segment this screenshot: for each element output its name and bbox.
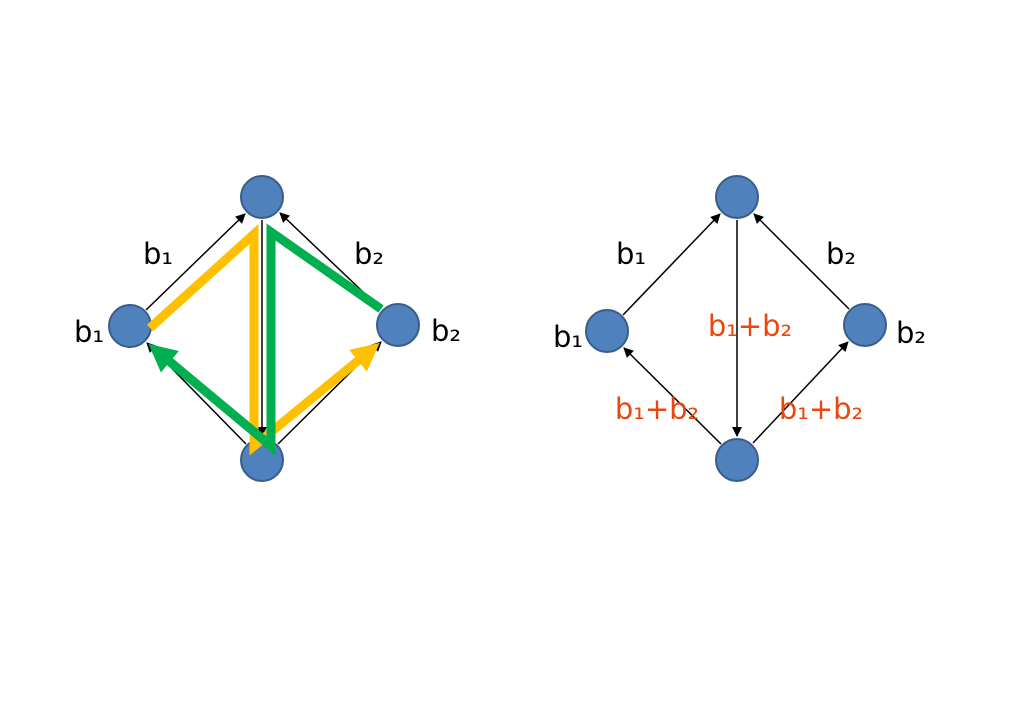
- right-graph-bottom-node: [715, 438, 759, 482]
- left-graph-top-node: [240, 175, 284, 219]
- right-edge-bottom-to-left: [623, 347, 722, 445]
- right-edge-label-top-bottom-sum: b₁+b₂: [708, 309, 792, 343]
- left-graph-right-node: [376, 303, 420, 347]
- left-edge-label-b1: b₁: [143, 237, 173, 271]
- right-node-label-b2: b₂: [896, 316, 926, 350]
- left-edge-label-b2: b₂: [354, 237, 384, 271]
- left-graph-labels: b₁ b₂ b₁ b₂: [74, 237, 461, 349]
- right-graph-labels: b₁ b₂ b₁ b₂ b₁+b₂ b₁+b₂ b₁+b₂: [553, 237, 926, 426]
- right-node-label-b1: b₁: [553, 320, 583, 354]
- right-edge-label-b1: b₁: [616, 237, 646, 271]
- left-edge-left-to-top: [145, 213, 246, 311]
- right-edge-label-bottom-left-sum: b₁+b₂: [615, 392, 699, 426]
- left-node-label-b1: b₁: [74, 315, 104, 349]
- right-graph-left-node: [585, 309, 629, 353]
- right-edge-label-b2: b₂: [826, 237, 856, 271]
- left-node-label-b2: b₂: [431, 314, 461, 348]
- green-walk-path: [148, 223, 384, 456]
- right-graph-edges: [622, 213, 850, 445]
- yellow-walk-path: [146, 223, 380, 456]
- left-graph-left-node: [108, 304, 152, 348]
- right-graph-right-node: [843, 303, 887, 347]
- right-graph-top-node: [715, 175, 759, 219]
- left-graph-bottom-node: [240, 438, 284, 482]
- right-graph-nodes: [585, 175, 887, 482]
- right-graph: b₁ b₂ b₁ b₂ b₁+b₂ b₁+b₂ b₁+b₂: [553, 175, 926, 482]
- right-edge-left-to-top: [622, 213, 721, 316]
- left-graph-edges: [145, 212, 382, 445]
- right-edge-label-bottom-right-sum: b₁+b₂: [779, 392, 863, 426]
- left-graph: b₁ b₂ b₁ b₂: [74, 175, 461, 482]
- right-edge-right-to-top: [753, 213, 850, 310]
- right-edge-bottom-to-right: [752, 341, 849, 444]
